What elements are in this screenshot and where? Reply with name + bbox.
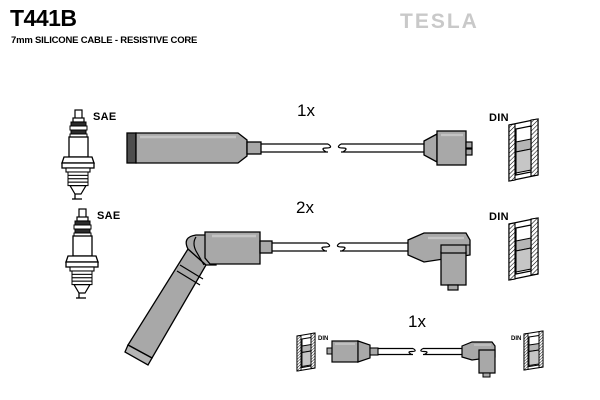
assembly-1-coil-end-label: DIN [489, 112, 509, 124]
assembly-3-plug-end-label: DIN [318, 336, 329, 342]
distributor-socket-icon-row3-right [523, 330, 544, 371]
assembly-2-quantity: 2x [296, 198, 314, 217]
assembly-1-coil-terminal [423, 130, 473, 166]
assembly-3-plug-terminal [326, 340, 379, 363]
assembly-2-coil-end-label: DIN [489, 211, 509, 223]
assembly-1-plug-end-label: SAE [93, 111, 117, 123]
spark-plug-icon-row1 [61, 109, 95, 200]
assembly-3-coil-end-label: DIN [511, 336, 522, 342]
assembly-3-coil-terminal-angled [461, 341, 496, 378]
assembly-2-cable [272, 242, 408, 252]
assembly-2-plug-end-label: SAE [97, 210, 121, 222]
assembly-1-cable [261, 143, 424, 153]
distributor-socket-icon-row2 [508, 217, 539, 281]
assembly-1-plug-boot [126, 132, 262, 164]
assembly-2-plug-boot-angled [124, 231, 273, 366]
distributor-socket-icon-row1 [508, 118, 539, 182]
spark-plug-icon-row2 [65, 208, 99, 299]
assembly-3-cable [378, 347, 462, 356]
assembly-2-coil-terminal-angled [407, 232, 471, 291]
tesla-brand-logo: TESLA [400, 10, 479, 33]
part-description: 7mm SILICONE CABLE - RESISTIVE CORE [11, 35, 198, 46]
assembly-1-quantity: 1x [297, 101, 315, 120]
assembly-3-quantity: 1x [408, 312, 426, 331]
page-title: T441B [10, 5, 77, 31]
distributor-socket-icon-row3-left [296, 332, 316, 372]
